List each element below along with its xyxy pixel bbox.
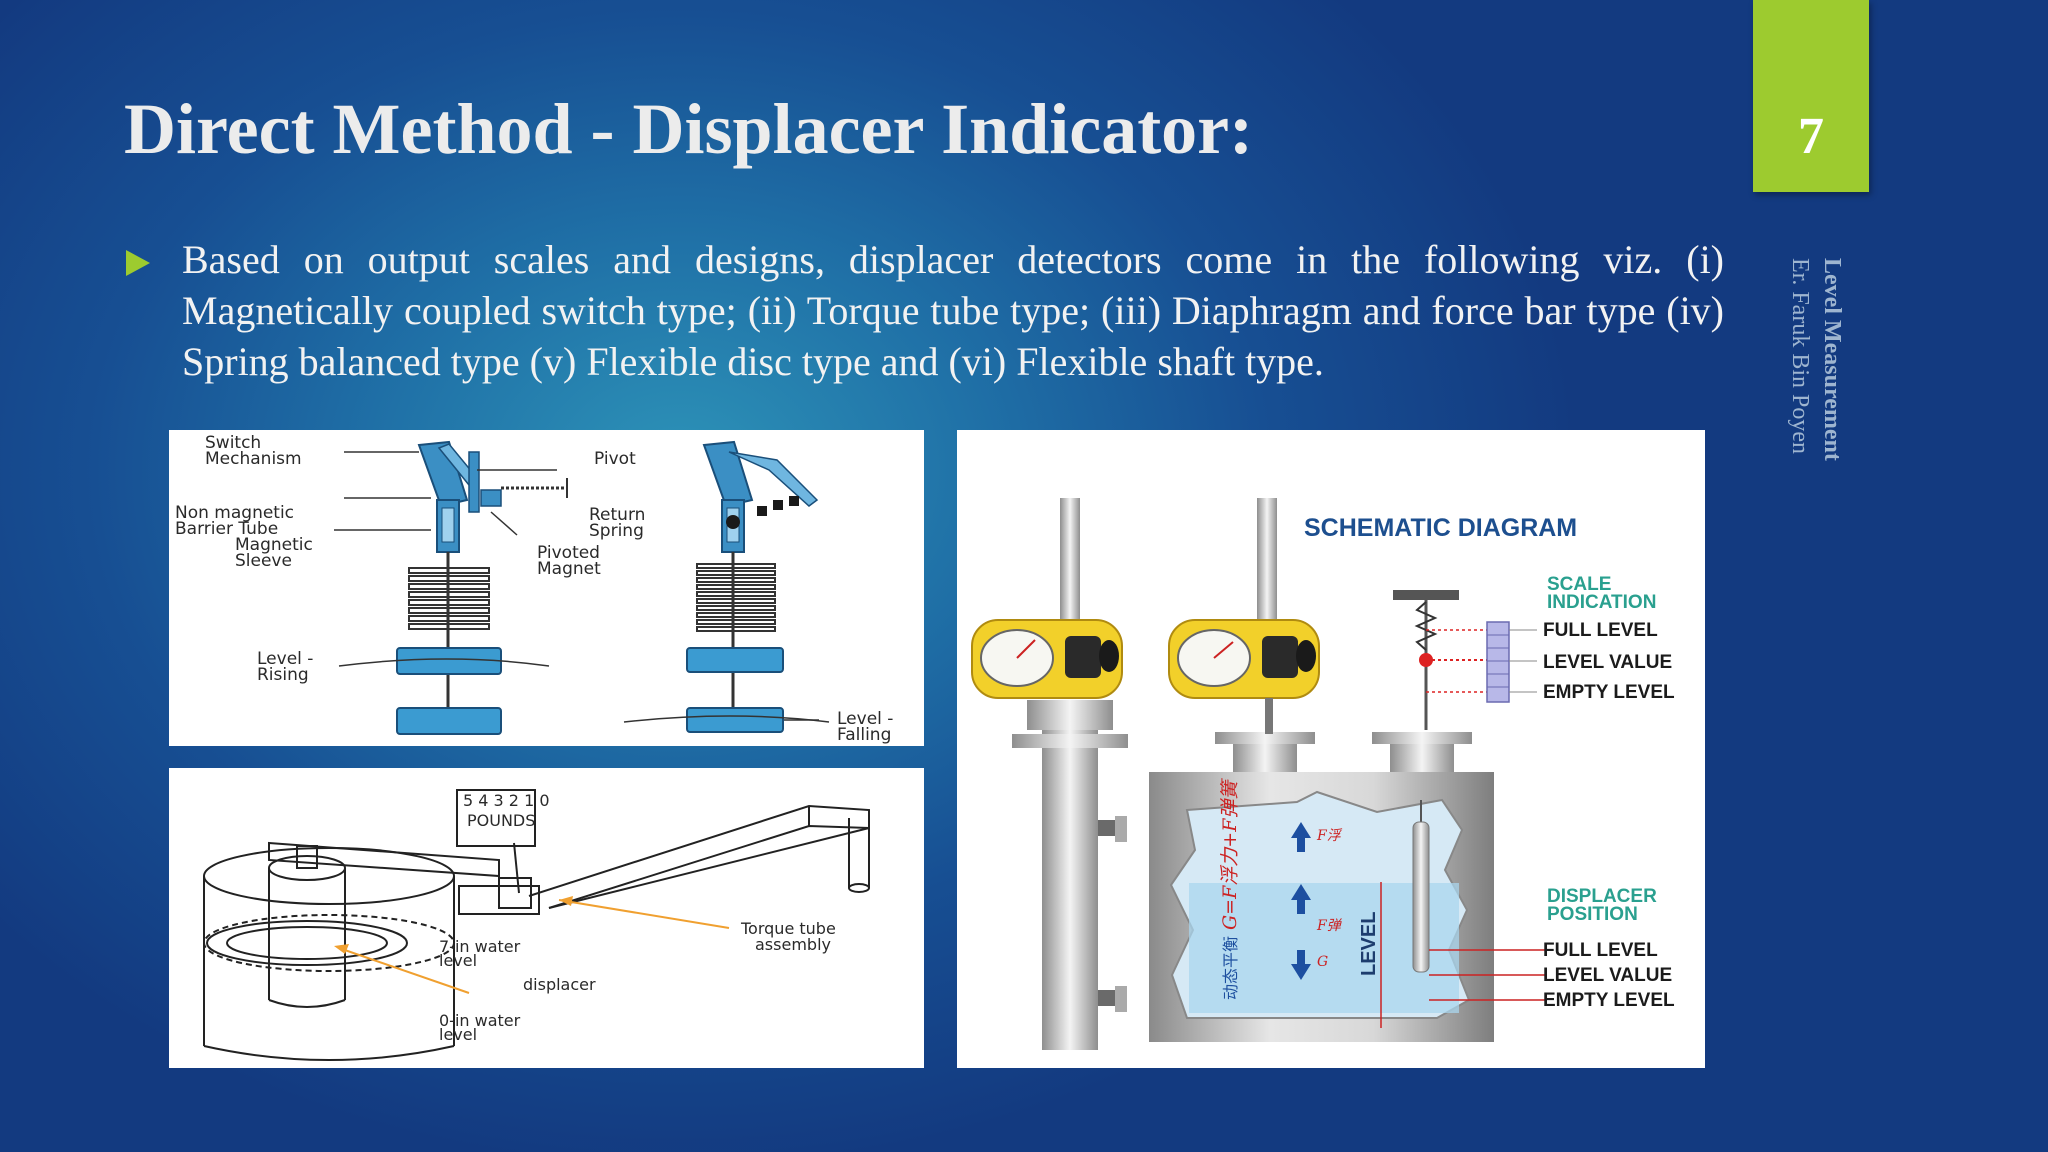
label-level-falling-1: Level - — [837, 709, 893, 729]
label-level-value-2: LEVEL VALUE — [1543, 965, 1672, 986]
label-level-value: LEVEL VALUE — [1543, 652, 1672, 673]
slide-number-badge: 7 — [1753, 0, 1869, 192]
displacer-position-2: POSITION — [1547, 904, 1638, 925]
label-7in-level: level — [439, 951, 477, 970]
label-empty-level-2: EMPTY LEVEL — [1543, 990, 1675, 1011]
side-caption-author: Er. Faruk Bin Poyen — [1787, 258, 1813, 454]
level-axis-label: LEVEL — [1358, 912, 1380, 976]
force-label-up-1: F浮 — [1316, 828, 1343, 844]
label-level-rising-2: Rising — [257, 665, 309, 685]
force-label-up-2: F弹 — [1316, 918, 1343, 934]
gravity-label: G — [1317, 954, 1328, 970]
displacer-position-1: DISPLACER — [1547, 886, 1657, 907]
schematic-diagram: 动态平衡 G=F浮力+F弹簧 LEVEL F浮 F弹 G SCHEMATIC D… — [957, 430, 1705, 1068]
label-0in-water: 0-in water — [439, 1011, 521, 1030]
label-7in-water: 7-in water — [439, 937, 521, 956]
label-magnet: Magnet — [537, 559, 601, 579]
label-displacer: displacer — [523, 975, 596, 994]
side-caption-title: Level Measurement — [1819, 258, 1845, 461]
scale-indication-1: SCALE — [1547, 574, 1611, 595]
schematic-title: SCHEMATIC DIAGRAM — [1304, 514, 1577, 542]
label-switch: Switch — [205, 433, 261, 453]
label-return: Return — [589, 505, 645, 525]
label-spring: Spring — [589, 521, 644, 541]
torque-tube-diagram: 5 4 3 2 1 0 POUNDS Torque tube assembly … — [169, 768, 924, 1068]
equation-prefix: 动态平衡 — [1221, 936, 1240, 1000]
scale-label-pounds: POUNDS — [467, 811, 535, 830]
scale-numbers: 5 4 3 2 1 0 — [463, 791, 550, 810]
scale-indication-2: INDICATION — [1547, 592, 1656, 613]
label-full-level: FULL LEVEL — [1543, 620, 1658, 641]
label-magnetic: Magnetic — [235, 535, 313, 555]
label-level-rising-1: Level - — [257, 649, 313, 669]
label-pivoted: Pivoted — [537, 543, 600, 563]
bullet-text: Based on output scales and designs, disp… — [182, 237, 1724, 384]
slide-title: Direct Method - Displacer Indicator: — [124, 89, 1254, 169]
switch-mechanism-diagram: Switch Mechanism Pivot Non magnetic Barr… — [169, 430, 924, 746]
label-empty-level: EMPTY LEVEL — [1543, 682, 1675, 703]
label-0in-level: level — [439, 1025, 477, 1044]
bullet-arrow-icon — [126, 250, 150, 276]
slide-number: 7 — [1798, 108, 1824, 165]
label-pivot: Pivot — [594, 449, 636, 469]
label-level-falling-2: Falling — [837, 725, 891, 745]
label-nonmagnetic: Non magnetic — [175, 503, 294, 523]
label-torque-tube: Torque tube — [740, 919, 836, 938]
equation-text: G=F浮力+F弹簧 — [1219, 778, 1241, 930]
label-assembly: assembly — [755, 935, 831, 954]
label-barrier-tube: Barrier Tube — [175, 519, 278, 539]
label-mechanism: Mechanism — [205, 449, 302, 469]
side-caption: Level Measurement Er. Faruk Bin Poyen — [1778, 258, 1848, 488]
label-sleeve: Sleeve — [235, 551, 292, 571]
label-full-level-2: FULL LEVEL — [1543, 940, 1658, 961]
